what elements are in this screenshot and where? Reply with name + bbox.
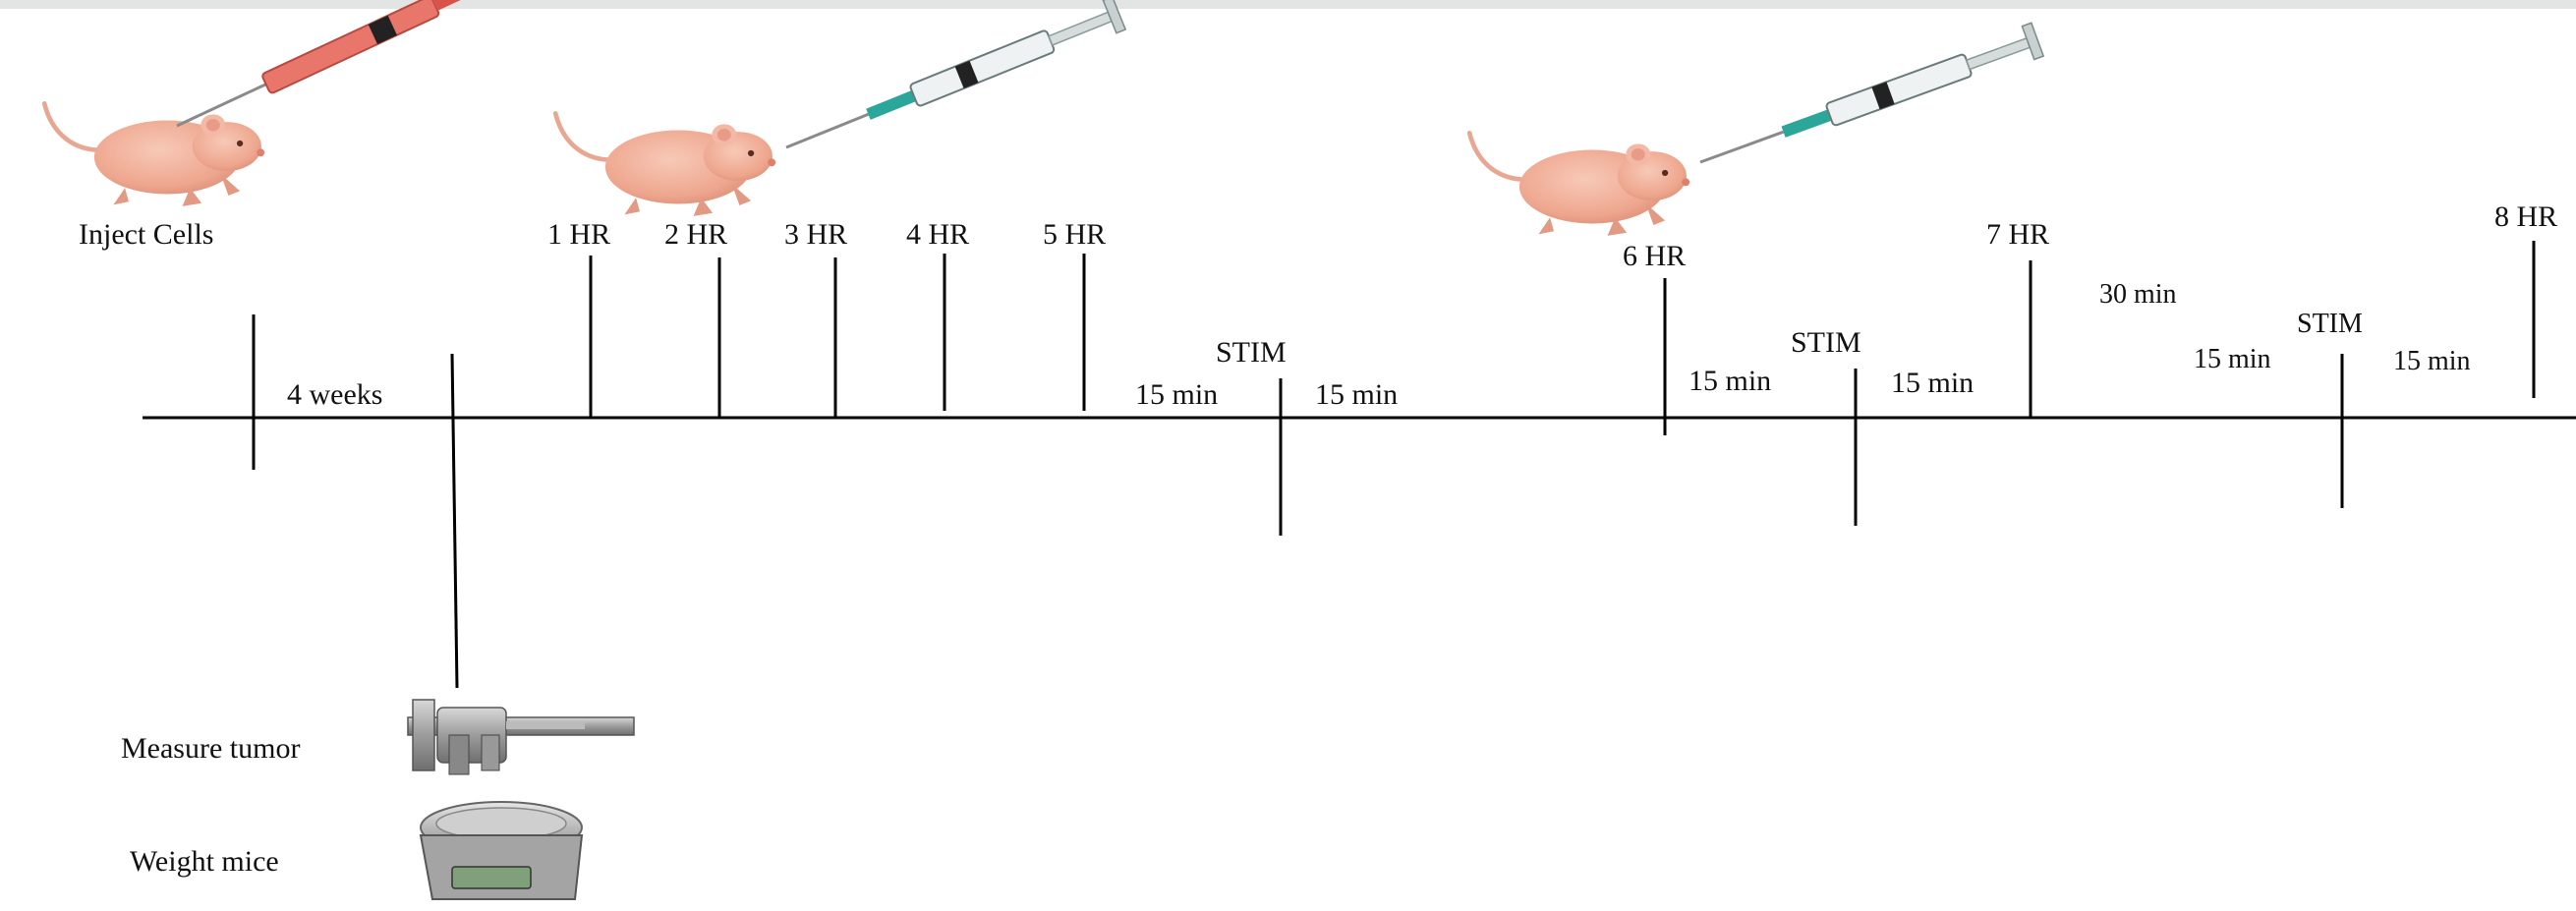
label-4-hr: 4 HR [906, 220, 969, 250]
label-2-hr: 2 HR [664, 220, 727, 250]
timeline-ticks [254, 241, 2534, 688]
caliper-icon [408, 700, 634, 778]
label-30-min: 30 min [2099, 281, 2177, 309]
label-inject-cells: Inject Cells [79, 220, 213, 250]
label-6-hr: 6 HR [1623, 242, 1686, 271]
label-5-hr: 5 HR [1043, 220, 1106, 250]
label-15-min-f: 15 min [2393, 348, 2471, 375]
label-15-min-d: 15 min [1891, 369, 1974, 398]
label-stim-1: STIM [1216, 338, 1287, 368]
label-measure-tumor: Measure tumor [121, 734, 300, 764]
syringe-clear-icon [1694, 23, 2043, 179]
label-15-min-e: 15 min [2194, 346, 2271, 373]
label-15-min-c: 15 min [1689, 367, 1771, 396]
syringe-clear-icon [779, 0, 1125, 164]
tick-4-weeks [452, 354, 457, 688]
label-weight-mice: Weight mice [130, 847, 279, 877]
mouse-icon [555, 113, 775, 216]
label-7-hr: 7 HR [1986, 220, 2049, 250]
label-3-hr: 3 HR [784, 220, 847, 250]
label-8-hr: 8 HR [2494, 202, 2557, 232]
mouse-icon [1469, 133, 1689, 236]
label-1-hr: 1 HR [547, 220, 610, 250]
label-stim-2: STIM [1791, 328, 1861, 358]
label-15-min-a: 15 min [1135, 380, 1218, 410]
mouse-icon [44, 103, 264, 206]
label-stim-3: STIM [2297, 311, 2363, 338]
label-4-weeks: 4 weeks [287, 380, 382, 410]
scale-icon [421, 802, 582, 899]
label-15-min-b: 15 min [1315, 380, 1398, 410]
